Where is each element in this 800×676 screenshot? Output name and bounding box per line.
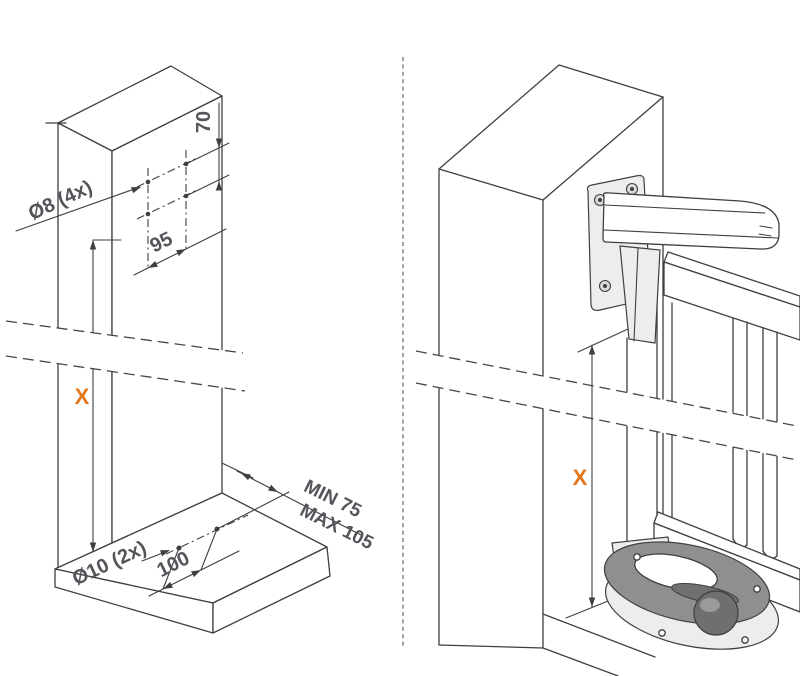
hinge-bracket xyxy=(619,245,661,344)
closer-screws xyxy=(633,553,761,644)
break-lines-left xyxy=(5,320,246,392)
actuator-body xyxy=(602,192,780,250)
slab-front-right-face xyxy=(212,546,331,634)
closer-dome xyxy=(693,590,739,636)
hole-pattern xyxy=(136,150,198,268)
actuator-parting-line xyxy=(603,229,779,239)
hole-dot xyxy=(145,179,151,185)
post-front-face xyxy=(111,95,223,544)
dome-highlight xyxy=(700,598,720,612)
right-post-diagram: X xyxy=(415,64,800,676)
label-height-x-left: X xyxy=(75,384,90,409)
label-height-x-right: X xyxy=(573,465,588,490)
x-height-dimension-left xyxy=(89,239,122,553)
x-height-dimension-right: X xyxy=(573,328,629,608)
actuator-top-edge xyxy=(604,204,766,214)
hole-dot xyxy=(145,211,151,217)
gate-actuator xyxy=(586,174,780,344)
dimension-70: 70 xyxy=(185,102,230,197)
floor-closer xyxy=(603,536,780,650)
mounting-post xyxy=(45,65,223,569)
left-post-diagram: 70 95 Ø8 (4x) xyxy=(5,65,377,634)
label-hole-top-spacing: 70 xyxy=(193,111,215,133)
floor-slab xyxy=(54,492,331,634)
break-lines-right xyxy=(415,350,798,461)
top-rail xyxy=(663,251,800,341)
actuator-vents xyxy=(758,225,773,237)
